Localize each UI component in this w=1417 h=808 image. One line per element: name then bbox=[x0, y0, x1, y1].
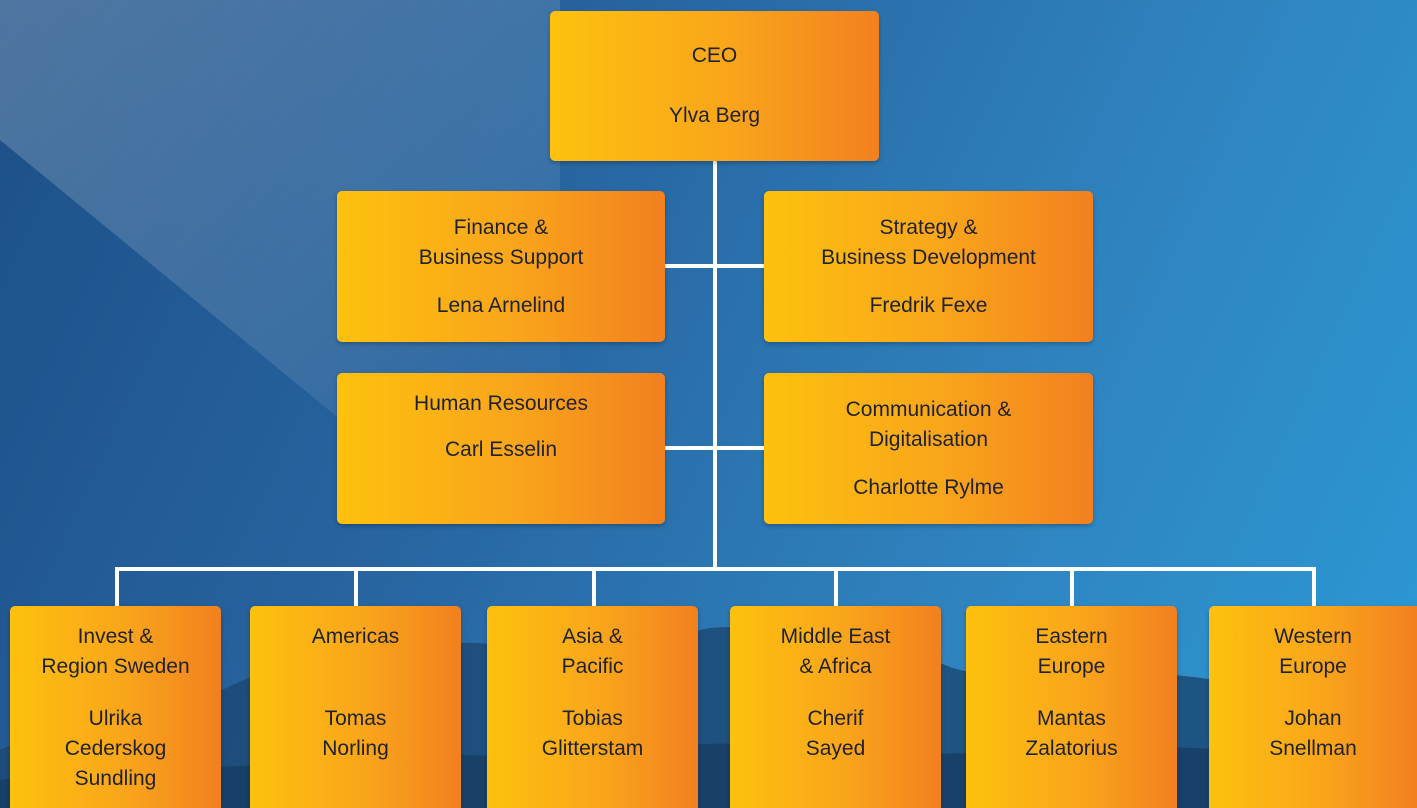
role-title: CEO bbox=[691, 44, 738, 67]
org-box-region-eastern-europe: Eastern Europe Mantas Zalatorius bbox=[966, 606, 1177, 808]
person-name: Johan Snellman bbox=[1269, 707, 1357, 760]
role-title: Communication & Digitalisation bbox=[845, 397, 1012, 451]
role-title: Finance & Business Support bbox=[418, 215, 584, 269]
region-title: Americas bbox=[311, 625, 400, 648]
person-name: Carl Esselin bbox=[444, 438, 558, 461]
person-name: Ulrika Cederskog Sundling bbox=[64, 707, 167, 790]
person-name: Fredrik Fexe bbox=[869, 293, 988, 317]
org-box-region-sweden: Invest & Region Sweden Ulrika Cederskog … bbox=[10, 606, 221, 808]
person-name: Charlotte Rylme bbox=[853, 475, 1004, 499]
region-title: Invest & Region Sweden bbox=[41, 625, 190, 678]
org-box-finance: Finance & Business Support Lena Arnelind bbox=[337, 191, 665, 342]
person-name: Mantas Zalatorius bbox=[1025, 707, 1118, 760]
org-box-region-western-europe: Western Europe Johan Snellman bbox=[1209, 606, 1417, 808]
region-title: Western Europe bbox=[1274, 625, 1352, 678]
region-title: Asia & Pacific bbox=[561, 625, 624, 678]
person-name: Lena Arnelind bbox=[436, 293, 566, 317]
org-box-strategy: Strategy & Business Development Fredrik … bbox=[764, 191, 1093, 342]
person-name: Ylva Berg bbox=[668, 104, 761, 127]
org-box-ceo: CEO Ylva Berg bbox=[550, 11, 879, 161]
org-box-region-middle-east-africa: Middle East & Africa Cherif Sayed bbox=[730, 606, 941, 808]
org-box-communication: Communication & Digitalisation Charlotte… bbox=[764, 373, 1093, 524]
region-title: Middle East & Africa bbox=[780, 625, 891, 678]
org-box-region-asia-pacific: Asia & Pacific Tobias Glitterstam bbox=[487, 606, 698, 808]
role-title: Strategy & Business Development bbox=[821, 215, 1036, 269]
org-box-region-americas: Americas Tomas Norling bbox=[250, 606, 461, 808]
person-name: Tobias Glitterstam bbox=[541, 707, 644, 760]
person-name: Tomas Norling bbox=[322, 707, 389, 760]
role-title: Human Resources bbox=[414, 392, 588, 415]
person-name: Cherif Sayed bbox=[805, 707, 866, 760]
org-box-human-resources: Human Resources Carl Esselin bbox=[337, 373, 665, 524]
region-title: Eastern Europe bbox=[1035, 625, 1108, 678]
